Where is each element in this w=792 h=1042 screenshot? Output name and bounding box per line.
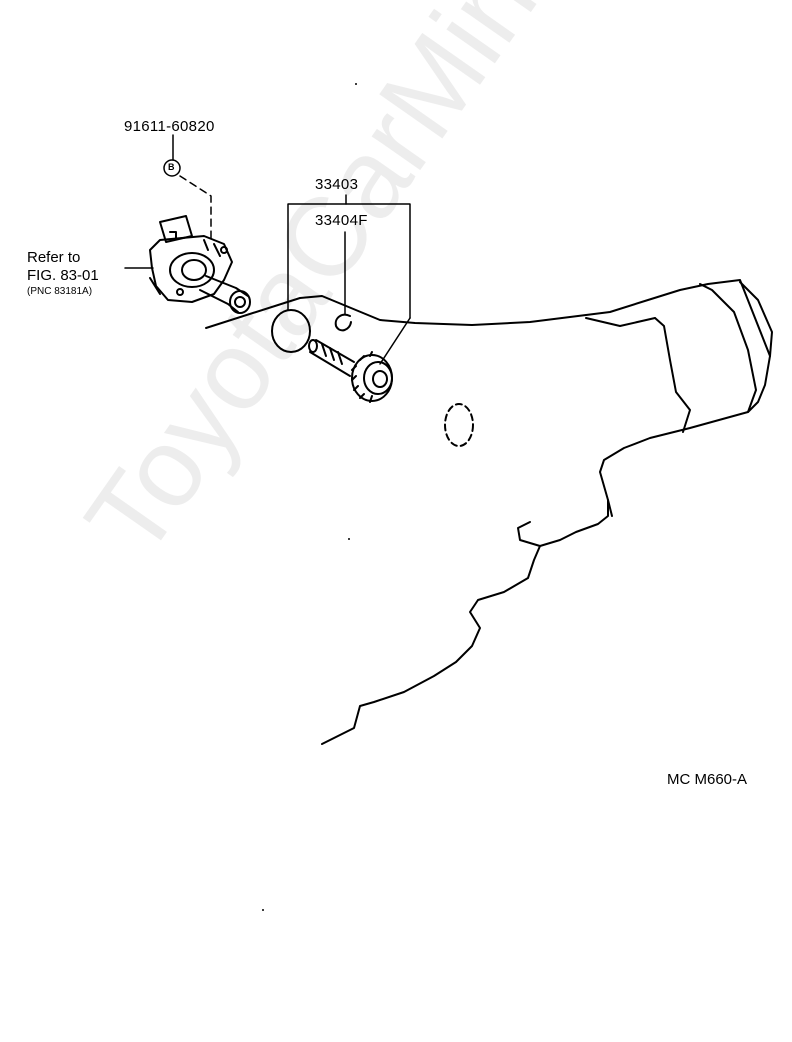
figure-code: MC M660-A [667, 771, 748, 788]
assembly-part-number: 33403 [315, 176, 359, 193]
bolt-part-number: 91611-60820 [124, 118, 215, 135]
driven-gear [308, 339, 393, 403]
transmission-housing [205, 279, 773, 745]
clip [334, 313, 352, 332]
assembly-bracket [287, 194, 411, 365]
reference-line-2: FIG. 83-01 [27, 267, 99, 284]
reference-line-1: Refer to [27, 249, 81, 266]
bolt-circle-letter: B [168, 162, 175, 172]
bolt-callout [163, 134, 212, 242]
reference-line-3: (PNC 83181A) [27, 286, 93, 297]
sub-part-number: 33404F [315, 212, 368, 229]
o-ring [271, 309, 311, 353]
sensor-assembly [149, 215, 251, 314]
